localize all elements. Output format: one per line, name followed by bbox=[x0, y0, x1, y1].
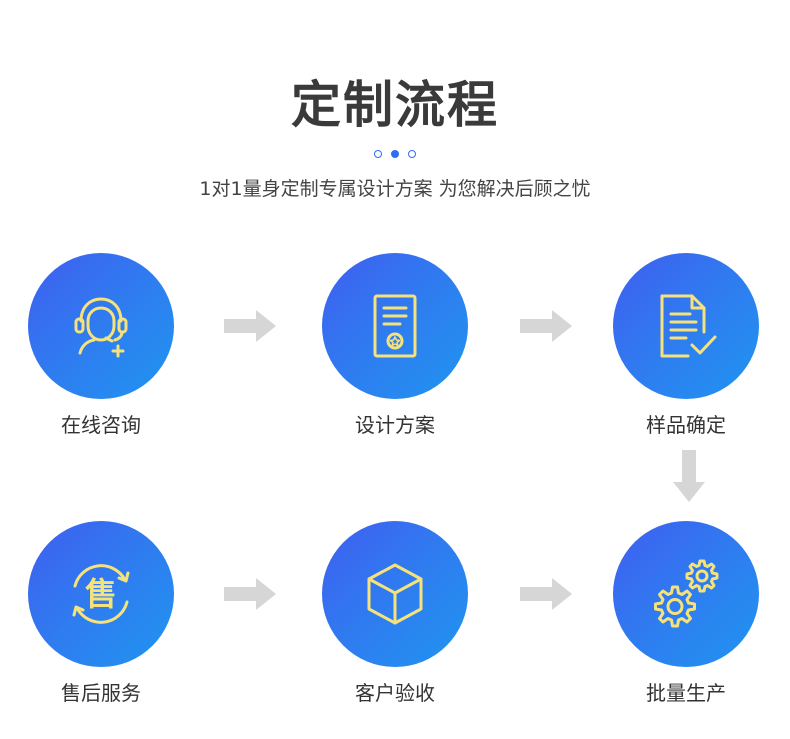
page-title: 定制流程 bbox=[291, 76, 499, 134]
step-sample-confirm: 样品确定 bbox=[601, 253, 771, 439]
step-mass-production: 批量生产 bbox=[601, 521, 771, 707]
cube-icon bbox=[367, 563, 423, 625]
step-circle bbox=[613, 521, 759, 667]
arrow-right-icon bbox=[520, 578, 572, 610]
divider-dot bbox=[374, 150, 382, 158]
after-sales-glyph: 售 bbox=[85, 575, 117, 613]
step-label: 样品确定 bbox=[646, 413, 726, 437]
arrow-right-icon bbox=[224, 310, 276, 342]
arrow-right-icon bbox=[224, 578, 276, 610]
divider-dot-active bbox=[391, 150, 399, 158]
step-label: 客户验收 bbox=[355, 681, 435, 705]
title-divider-dots bbox=[0, 150, 790, 162]
after-sales-icon: 售 bbox=[72, 564, 130, 624]
step-circle bbox=[613, 253, 759, 399]
arrow-right-icon bbox=[520, 310, 572, 342]
document-check-icon bbox=[660, 294, 717, 358]
step-label: 批量生产 bbox=[646, 681, 726, 705]
page-subtitle: 1对1量身定制专属设计方案 为您解决后顾之忧 bbox=[199, 178, 591, 200]
divider-dot bbox=[408, 150, 416, 158]
step-online-consult: 在线咨询 bbox=[16, 253, 186, 439]
arrow-down-icon bbox=[673, 450, 705, 502]
step-label: 在线咨询 bbox=[61, 413, 141, 437]
step-circle bbox=[322, 253, 468, 399]
gears-icon bbox=[654, 559, 719, 628]
customer-service-icon bbox=[74, 297, 128, 358]
step-design-plan: 设计方案 bbox=[310, 253, 480, 439]
step-after-sales: 售 售后服务 bbox=[16, 521, 186, 707]
step-customer-acceptance: 客户验收 bbox=[310, 521, 480, 707]
step-label: 售后服务 bbox=[61, 681, 141, 705]
step-circle: 售 bbox=[28, 521, 174, 667]
certificate-document-icon bbox=[373, 294, 417, 358]
step-label: 设计方案 bbox=[355, 413, 435, 437]
step-circle bbox=[322, 521, 468, 667]
step-circle bbox=[28, 253, 174, 399]
